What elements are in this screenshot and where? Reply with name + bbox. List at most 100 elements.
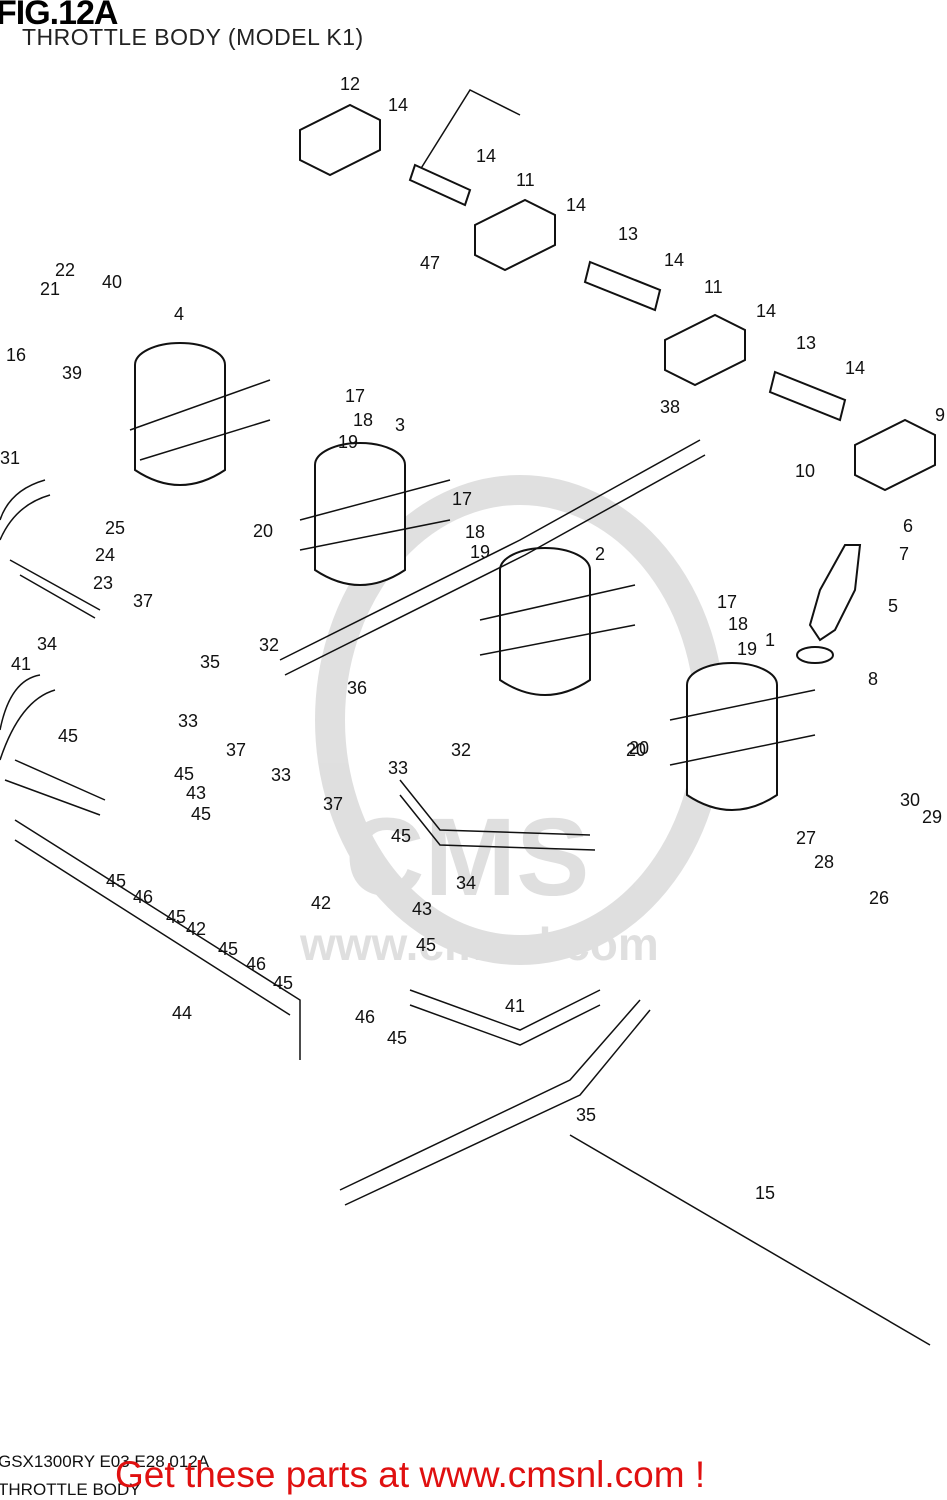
callout-4: 4	[174, 304, 184, 324]
callout-13: 13	[618, 224, 638, 244]
callout-36: 36	[347, 678, 367, 698]
callout-46: 46	[133, 887, 153, 907]
callout-45: 45	[58, 726, 78, 746]
cms-banner-link[interactable]: Get these parts at www.cmsnl.com !	[115, 1454, 706, 1495]
callout-8: 8	[868, 669, 878, 689]
fuel-connector-11	[474, 198, 556, 272]
callout-15: 15	[755, 1183, 775, 1203]
callout-42: 42	[311, 893, 331, 913]
callout-46: 46	[355, 1007, 375, 1027]
fuel-injector-5	[796, 544, 862, 664]
callout-14: 14	[566, 195, 586, 215]
callout-6: 6	[903, 516, 913, 536]
callout-40: 40	[102, 272, 122, 292]
callout-45: 45	[391, 826, 411, 846]
callout-12: 12	[340, 74, 360, 94]
callout-18: 18	[728, 614, 748, 634]
callout-45: 45	[416, 935, 436, 955]
figure-subtitle: THROTTLE BODY (MODEL K1)	[22, 24, 364, 50]
callout-33: 33	[271, 765, 291, 785]
callout-30: 30	[900, 790, 920, 810]
callout-19: 19	[737, 639, 757, 659]
callout-45: 45	[106, 871, 126, 891]
callout-14: 14	[664, 250, 684, 270]
callout-23: 23	[93, 573, 113, 593]
vacuum-hoses	[0, 439, 931, 1346]
callout-18: 18	[465, 522, 485, 542]
fuel-connector-10	[854, 418, 936, 492]
callout-14: 14	[845, 358, 865, 378]
callout-14: 14	[388, 95, 408, 115]
callout-37: 37	[133, 591, 153, 611]
callout-37: 37	[226, 740, 246, 760]
watermark-logo-text: CMS	[345, 796, 589, 919]
callout-47: 47	[420, 253, 440, 273]
callout-1: 1	[765, 630, 775, 650]
callout-33: 33	[178, 711, 198, 731]
callout-35: 35	[200, 652, 220, 672]
callout-45: 45	[273, 973, 293, 993]
callout-9: 9	[935, 405, 945, 425]
callout-20: 20	[629, 738, 649, 758]
callout-20: 20	[253, 521, 273, 541]
callout-46: 46	[246, 954, 266, 974]
callout-45: 45	[218, 939, 238, 959]
callout-11: 11	[516, 170, 535, 190]
callout-28: 28	[814, 852, 834, 872]
callout-38: 38	[660, 397, 680, 417]
section-label: THROTTLE BODY	[0, 1480, 141, 1499]
callout-41: 41	[11, 654, 31, 674]
callout-10: 10	[795, 461, 815, 481]
callout-5: 5	[888, 596, 898, 616]
callout-45: 45	[191, 804, 211, 824]
throttle-body-1	[669, 662, 816, 811]
callout-31: 31	[0, 448, 20, 468]
fuel-connector-11b	[664, 313, 746, 387]
fuel-fitting-47	[408, 163, 472, 207]
callout-25: 25	[105, 518, 125, 538]
callout-35: 35	[576, 1105, 596, 1125]
fuel-connector-12	[299, 103, 381, 177]
callout-43: 43	[412, 899, 432, 919]
callout-37: 37	[323, 794, 343, 814]
callout-34: 34	[37, 634, 57, 654]
callout-43: 43	[186, 783, 206, 803]
callout-20: 20	[626, 740, 646, 760]
callout-14: 14	[476, 146, 496, 166]
callout-17: 17	[717, 592, 737, 612]
callout-22: 22	[55, 260, 75, 280]
callout-18: 18	[353, 410, 373, 430]
callout-26: 26	[869, 888, 889, 908]
callout-42: 42	[186, 919, 206, 939]
callout-39: 39	[62, 363, 82, 383]
callout-2: 2	[595, 544, 605, 564]
callout-44: 44	[172, 1003, 192, 1023]
callout-19: 19	[470, 542, 490, 562]
throttle-body-3	[299, 442, 451, 586]
callout-32: 32	[259, 635, 279, 655]
callout-16: 16	[6, 345, 26, 365]
callout-41: 41	[505, 996, 525, 1016]
callout-32: 32	[451, 740, 471, 760]
throttle-body-4	[129, 342, 271, 486]
model-code: GSX1300RY E03 E28 012A	[0, 1452, 210, 1471]
callout-7: 7	[899, 544, 909, 564]
callout-29: 29	[922, 807, 942, 827]
callout-3: 3	[395, 415, 405, 435]
callout-45: 45	[166, 907, 186, 927]
callout-24: 24	[95, 545, 115, 565]
fuel-pipe-13	[583, 260, 662, 312]
throttle-body-2	[479, 547, 636, 696]
callout-19: 19	[338, 432, 358, 452]
callout-45: 45	[174, 764, 194, 784]
callout-34: 34	[456, 873, 476, 893]
watermark-url: www.cmsnl.com	[299, 918, 659, 970]
callout-17: 17	[452, 489, 472, 509]
callout-33: 33	[388, 758, 408, 778]
callout-21: 21	[40, 279, 60, 299]
figure-title: FIG.12A	[0, 0, 118, 32]
fuel-pipe-13b	[768, 370, 847, 422]
callout-11: 11	[704, 277, 723, 297]
